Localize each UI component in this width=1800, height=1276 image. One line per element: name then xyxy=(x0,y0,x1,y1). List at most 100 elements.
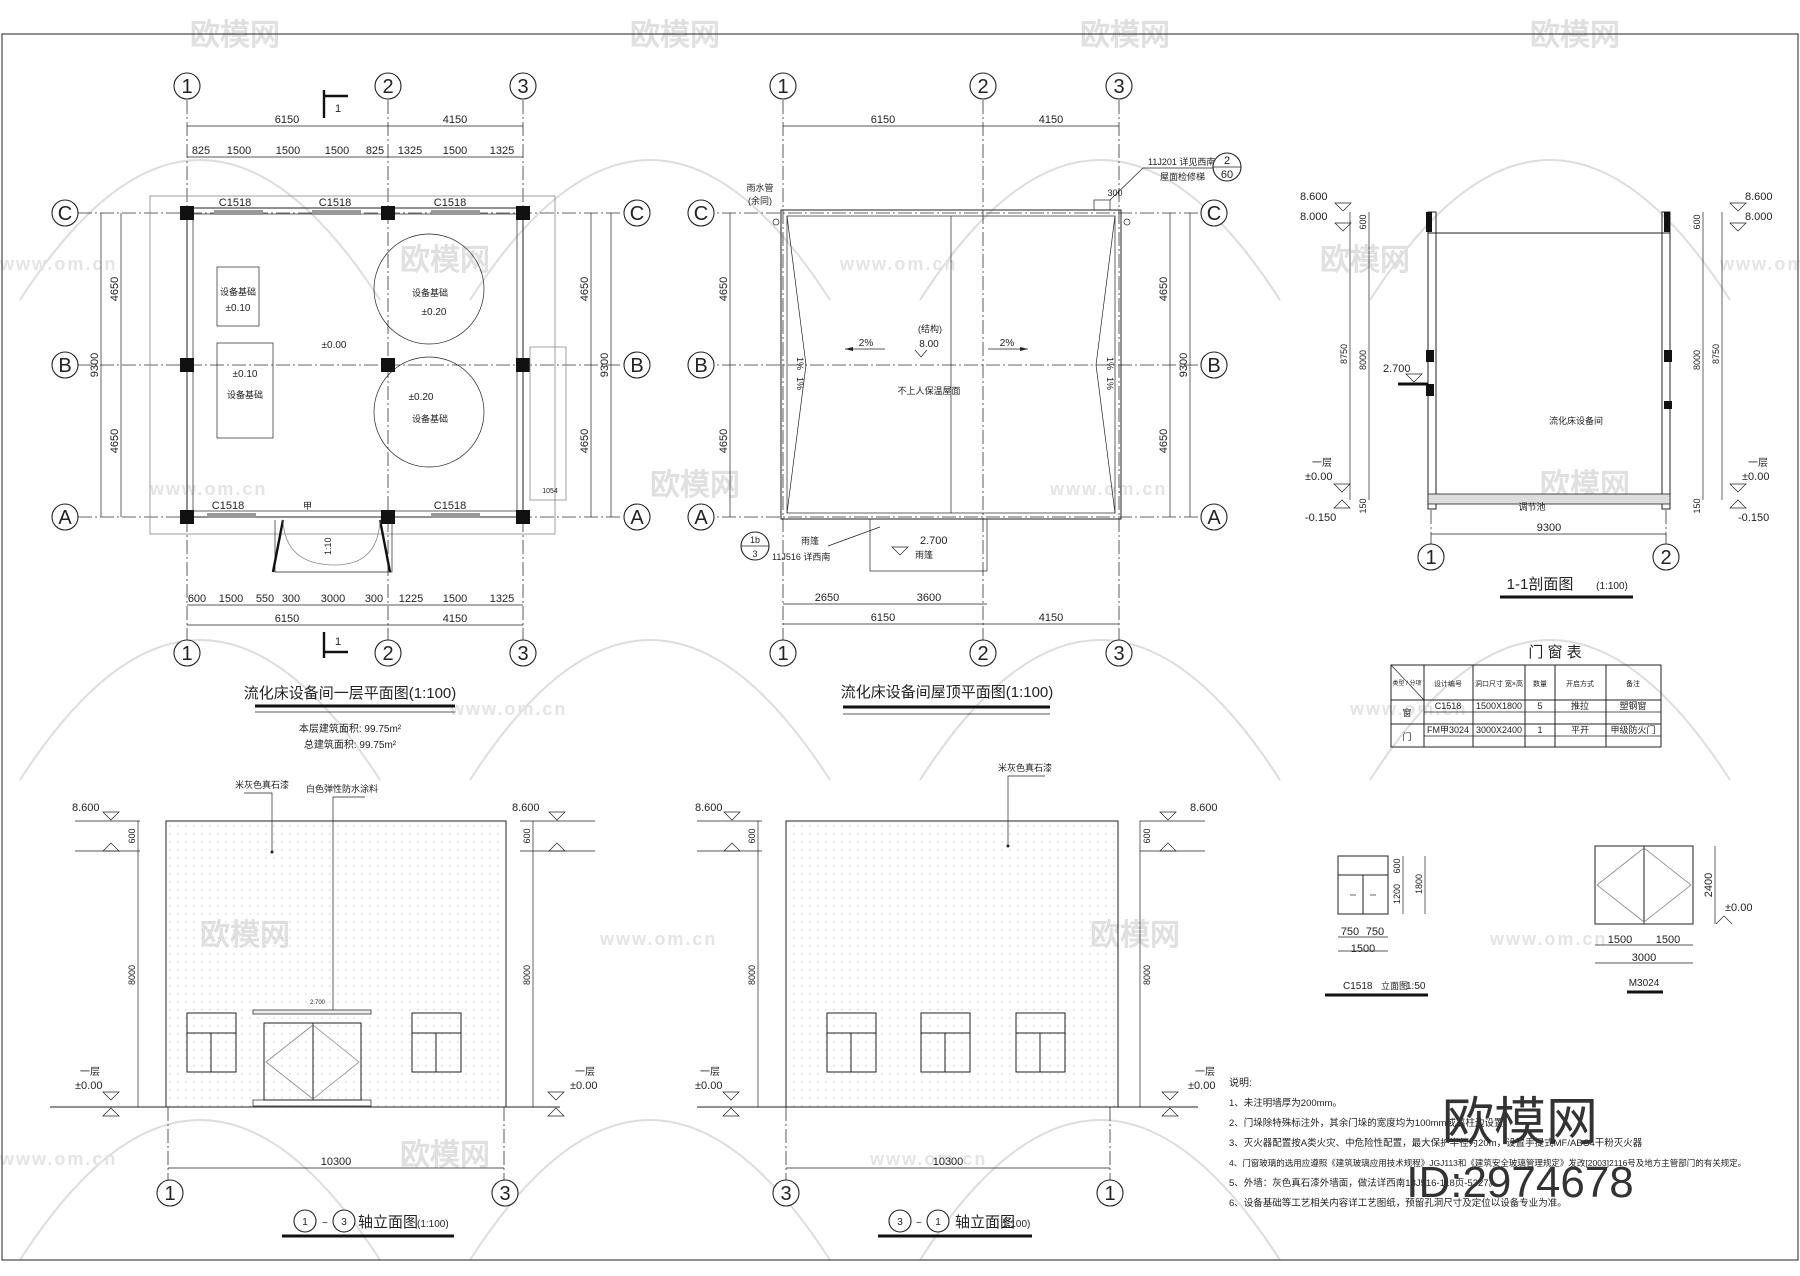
dimension: 1500 xyxy=(227,145,251,157)
cell-code: FM甲3024 xyxy=(1427,725,1469,735)
ramp-slope: 1:10 xyxy=(323,537,333,555)
sheet-border xyxy=(1,33,1799,1261)
dimension: 1500 xyxy=(1608,934,1632,946)
watermark-url: www.om.cn xyxy=(1049,479,1167,499)
room-label: 流化床设备间 xyxy=(1549,415,1603,426)
dimension: 6150 xyxy=(275,114,299,126)
schedule-header: 类型 / 分项 xyxy=(1392,679,1421,687)
level-label: ±0.00 xyxy=(1742,471,1769,483)
cell-qty: 1 xyxy=(1537,725,1542,735)
dimension: 2650 xyxy=(815,592,839,604)
dimension: 4650 xyxy=(1158,429,1170,453)
schedule-row: 门 FM甲3024 3000X2400 1 平开 甲级防火门 xyxy=(1402,724,1655,742)
dimension: 9300 xyxy=(1537,522,1561,534)
window-tag: C1518 xyxy=(219,197,251,209)
roof-plan: 1 2 3 1 2 3 C B A C B A 6150 4150 1% 1% … xyxy=(687,72,1242,715)
front-elevation: 2.700 米灰色真石漆 白色弹性防水涂料 8.600 一层 ±0.00 600… xyxy=(50,779,597,1238)
axis-label: 3 xyxy=(517,76,528,98)
level-label: ±0.00 xyxy=(1725,902,1752,914)
axis-label: C xyxy=(694,203,708,225)
axis-label: B xyxy=(630,355,643,377)
watermark-text: 欧模网 xyxy=(1530,19,1620,52)
dimension: 600 xyxy=(1692,214,1702,229)
dimension: 3000 xyxy=(1632,952,1656,964)
dimension: 6150 xyxy=(275,613,299,625)
note-item: 1、未注明墙厚为200mm。 xyxy=(1229,1097,1342,1109)
dimension: 1500 xyxy=(276,145,300,157)
schedule-header: 备注 xyxy=(1626,679,1640,688)
watermark-url: www.om.cn xyxy=(0,254,117,274)
watermark-text: 欧模网 xyxy=(400,244,490,277)
level-label: 8.000 xyxy=(1745,211,1773,223)
rain-pipe-sub: (余同) xyxy=(748,195,772,206)
finish-label: 白色弹性防水涂料 xyxy=(306,783,378,794)
level-label: 8.600 xyxy=(1745,191,1773,203)
total-area: 总建筑面积: 99.75m² xyxy=(304,738,397,751)
dimension: 4650 xyxy=(579,277,591,301)
level-label: ±0.00 xyxy=(695,1080,722,1092)
cell-opening: 推拉 xyxy=(1571,700,1589,711)
dimension: 2400 xyxy=(1703,873,1715,897)
level-label: 8.600 xyxy=(1190,802,1218,814)
dimension: 1500 xyxy=(1656,934,1680,946)
level-label: ±0.00 xyxy=(1188,1080,1215,1092)
drawing-title: 轴立面图 xyxy=(358,1214,418,1231)
brand-logo-text: 欧模网 xyxy=(1442,1094,1598,1152)
floor-plan: 1 2 3 1 2 3 C B A C B A 6150 4150 825 15… xyxy=(51,72,651,751)
axis-label: 1 xyxy=(1425,547,1436,569)
dimension: 600 xyxy=(1358,214,1368,229)
schedule-header: 数量 xyxy=(1533,679,1547,688)
schedule-header: 洞口尺寸 宽×高 xyxy=(1475,679,1523,688)
axis-label: A xyxy=(58,507,72,529)
dimension: 8750 xyxy=(1711,344,1721,364)
dimension: 1500 xyxy=(325,145,349,157)
watermark-url: www.om.cn xyxy=(449,699,567,719)
level-label: 8.600 xyxy=(1300,191,1328,203)
drawing-title: 轴立面图 xyxy=(955,1214,1015,1231)
dimension: 3600 xyxy=(917,592,941,604)
equipment-level: ±0.10 xyxy=(233,369,258,380)
watermark-text: 欧模网 xyxy=(1320,244,1410,277)
equipment-level: ±0.20 xyxy=(422,307,447,318)
dimension: 4650 xyxy=(579,429,591,453)
note-item: 5、外墙：灰色真石漆外墙面，做法详西南18J516-118页-5327。 xyxy=(1229,1177,1498,1189)
brand-id: ID:2974678 xyxy=(1406,1158,1634,1207)
dimension: 1500 xyxy=(443,593,467,605)
back-elevation: 米灰色真石漆 8.600 600 8000 一层 ±0.00 8.600 600… xyxy=(695,762,1218,1238)
level-label: 一层 xyxy=(80,1066,100,1078)
drawing-title: 流化床设备间屋顶平面图(1:100) xyxy=(841,684,1054,701)
level-label: 一层 xyxy=(700,1066,720,1078)
dimension: 825 xyxy=(366,145,384,157)
stair-note: 1054 xyxy=(542,488,558,495)
slope-label: 1% xyxy=(795,357,805,370)
note-item: 4、门窗玻璃的选用应遵照《建筑玻璃应用技术规程》JGJ113和《建筑安全玻璃管理… xyxy=(1229,1158,1746,1168)
dimension: 8000 xyxy=(747,965,757,985)
dimension: 600 xyxy=(188,593,206,605)
watermark-url: www.om.cn xyxy=(1719,254,1800,274)
dimension: 8000 xyxy=(1692,350,1702,370)
dimension: 8000 xyxy=(1358,350,1368,370)
window-tag: C1518 xyxy=(434,500,466,512)
dimension: 300 xyxy=(365,593,383,605)
level-label: -0.150 xyxy=(1738,512,1769,524)
equipment-label: 设备基础 xyxy=(412,413,448,424)
level-label: 一层 xyxy=(1312,457,1332,469)
door-grade: 甲 xyxy=(303,501,312,511)
canopy-level: 2.700 xyxy=(310,1000,326,1006)
level-label: 一层 xyxy=(1748,457,1768,469)
dimension: 1325 xyxy=(490,593,514,605)
window-tag: C1518 xyxy=(319,197,351,209)
axis-label: B xyxy=(58,355,71,377)
dimension: 9300 xyxy=(89,353,101,377)
floor-area: 本层建筑面积: 99.75m² xyxy=(299,722,402,735)
dimension: 8000 xyxy=(1142,965,1152,985)
detail-title: C1518 xyxy=(1343,981,1373,992)
ref-number: 3 xyxy=(752,549,757,559)
cell-qty: 5 xyxy=(1537,701,1542,711)
watermark-text: 欧模网 xyxy=(190,19,280,52)
dimension: 8000 xyxy=(522,965,532,985)
axis-label: 1 xyxy=(1104,1183,1115,1205)
roof-level: 8.00 xyxy=(919,339,939,350)
slope-label: 1% xyxy=(1105,357,1115,370)
dimension: 4650 xyxy=(718,277,730,301)
